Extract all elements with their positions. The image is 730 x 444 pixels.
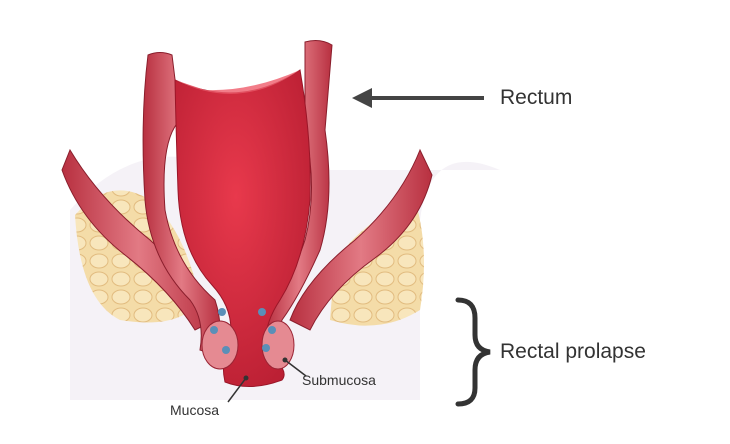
vessel-nodule: [222, 346, 230, 354]
rectum-label: Rectum: [500, 86, 573, 109]
rectum-lumen: [174, 69, 311, 387]
rectal-prolapse-label: Rectal prolapse: [500, 340, 646, 363]
left-prolapse-bulge: [201, 320, 239, 370]
mucosa-leader-dot: [243, 375, 249, 381]
submucosa-leader-dot: [282, 357, 288, 363]
mucosa-label: Mucosa: [170, 402, 220, 418]
rectum-arrow-head: [352, 88, 372, 108]
right-pelvic-muscle: [289, 148, 433, 331]
mucosa-leader: [227, 377, 247, 403]
vessel-nodule: [218, 308, 226, 316]
rectum-top-fold: [175, 70, 300, 94]
submucosa-leader: [284, 359, 307, 377]
vessel-nodule: [262, 344, 270, 352]
vessel-nodule: [210, 326, 218, 334]
submucosa-label: Submucosa: [302, 372, 376, 388]
vessel-nodule: [268, 326, 276, 334]
vessel-nodule: [258, 308, 266, 316]
prolapse-brace: [455, 297, 491, 407]
